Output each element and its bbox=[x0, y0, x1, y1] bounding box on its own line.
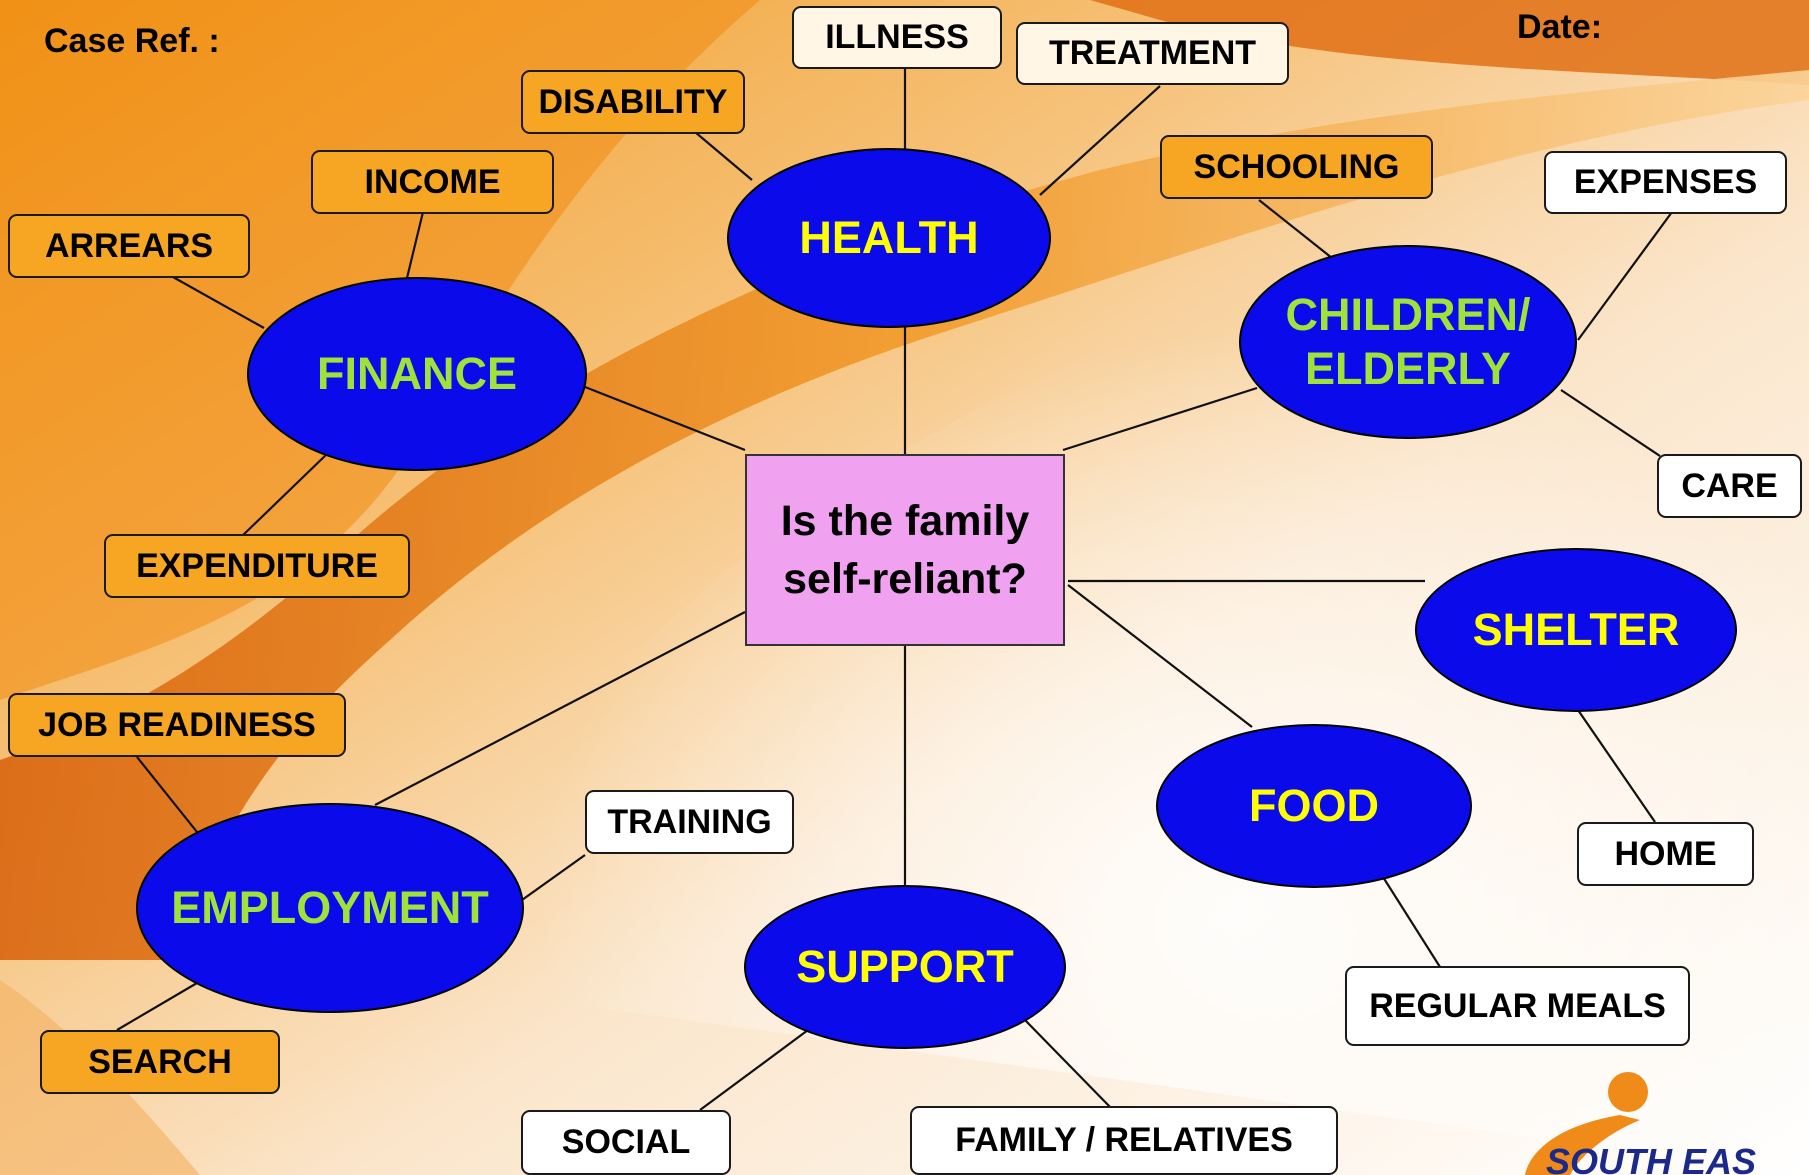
logo: SOUTH EAS bbox=[1525, 1072, 1756, 1175]
date-label: Date: bbox=[1517, 8, 1603, 46]
health-label: HEALTH bbox=[799, 212, 979, 263]
factor-job-readiness: JOB READINESS bbox=[8, 693, 346, 757]
factor-income: INCOME bbox=[311, 150, 554, 214]
factor-care: CARE bbox=[1657, 454, 1802, 518]
factor-search: SEARCH bbox=[40, 1030, 280, 1094]
elderly-label: ELDERLY bbox=[1305, 343, 1511, 394]
employment-node: EMPLOYMENT bbox=[136, 803, 524, 1013]
factor-schooling: SCHOOLING bbox=[1160, 135, 1433, 199]
central-question-line1: Is the family bbox=[780, 496, 1030, 545]
food-node: FOOD bbox=[1156, 724, 1472, 888]
factor-regular-meals: REGULAR MEALS bbox=[1345, 966, 1690, 1046]
factor-family-relatives: FAMILY / RELATIVES bbox=[910, 1106, 1338, 1175]
shelter-node: SHELTER bbox=[1415, 548, 1737, 712]
central-question-box: Is the family self-reliant? bbox=[745, 454, 1065, 646]
logo-swoosh-icon bbox=[1525, 1115, 1640, 1175]
support-label: SUPPORT bbox=[796, 941, 1014, 992]
factor-treatment: TREATMENT bbox=[1016, 22, 1289, 85]
employment-label: EMPLOYMENT bbox=[171, 882, 489, 933]
logo-dot-icon bbox=[1608, 1072, 1648, 1112]
food-label: FOOD bbox=[1249, 780, 1379, 831]
factor-illness: ILLNESS bbox=[792, 6, 1002, 69]
factor-expenses: EXPENSES bbox=[1544, 151, 1787, 214]
finance-node: FINANCE bbox=[247, 277, 587, 471]
children-elderly-node: CHILDREN/ ELDERLY bbox=[1239, 245, 1577, 439]
factor-arrears: ARREARS bbox=[8, 214, 250, 278]
factor-social: SOCIAL bbox=[521, 1110, 731, 1175]
case-ref-label: Case Ref. : bbox=[44, 22, 220, 60]
children-label: CHILDREN/ bbox=[1285, 289, 1531, 340]
support-node: SUPPORT bbox=[744, 885, 1066, 1049]
factor-disability: DISABILITY bbox=[521, 70, 745, 134]
factor-home: HOME bbox=[1577, 822, 1754, 886]
logo-text: SOUTH EAS bbox=[1546, 1141, 1756, 1175]
finance-label: FINANCE bbox=[317, 348, 517, 399]
shelter-label: SHELTER bbox=[1472, 604, 1680, 655]
factor-expenditure: EXPENDITURE bbox=[104, 534, 410, 598]
factor-training: TRAINING bbox=[585, 790, 794, 854]
health-node: HEALTH bbox=[727, 148, 1051, 328]
central-question-line2: self-reliant? bbox=[783, 555, 1027, 603]
